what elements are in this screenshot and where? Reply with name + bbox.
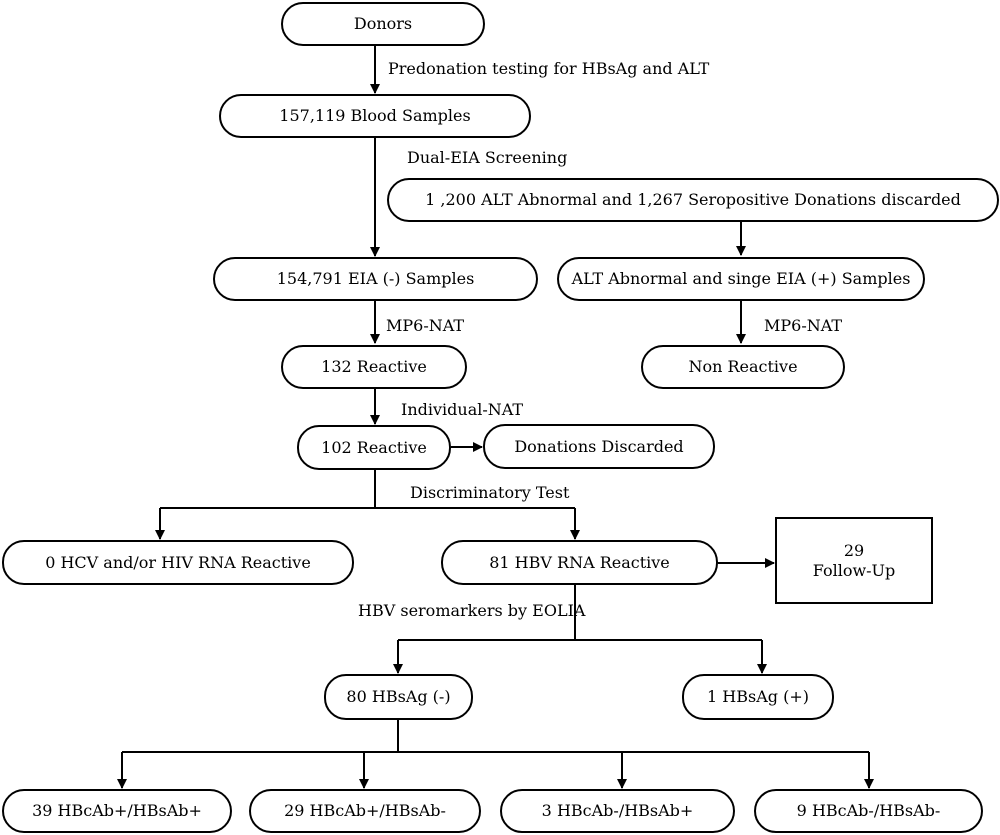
node-hbsag-positive: 1 HBsAg (+) — [682, 674, 834, 720]
node-outcome-hbcab-neg-hbsab-neg: 9 HBcAb-/HBsAb- — [754, 789, 983, 833]
node-hcv-hiv: 0 HCV and/or HIV RNA Reactive — [2, 540, 354, 585]
node-hbv-rna: 81 HBV RNA Reactive — [441, 540, 718, 585]
node-donors: Donors — [281, 2, 485, 46]
node-hbsag-negative: 80 HBsAg (-) — [324, 674, 473, 720]
followup-count: 29 — [843, 540, 865, 560]
label-mp6-nat-left: MP6-NAT — [386, 316, 465, 335]
node-eia-negative: 154,791 EIA (-) Samples — [213, 257, 538, 301]
label-predonation: Predonation testing for HBsAg and ALT — [388, 59, 710, 78]
node-reactive-102: 102 Reactive — [297, 425, 451, 470]
node-alt-abnormal: ALT Abnormal and singe EIA (+) Samples — [557, 257, 925, 301]
label-hbv-seromarkers: HBV seromarkers by EOLIA — [358, 601, 586, 620]
label-dual-eia: Dual-EIA Screening — [407, 148, 568, 167]
label-discriminatory: Discriminatory Test — [410, 483, 570, 502]
node-non-reactive: Non Reactive — [641, 345, 845, 389]
node-outcome-hbcab-pos-hbsab-pos: 39 HBcAb+/HBsAb+ — [2, 789, 232, 833]
node-donations-discarded: Donations Discarded — [483, 424, 715, 469]
label-individual-nat: Individual-NAT — [401, 400, 524, 419]
node-outcome-hbcab-pos-hbsab-neg: 29 HBcAb+/HBsAb- — [249, 789, 481, 833]
followup-label: Follow-Up — [812, 560, 896, 580]
node-followup: 29 Follow-Up — [775, 517, 933, 604]
label-mp6-nat-right: MP6-NAT — [764, 316, 843, 335]
node-outcome-hbcab-neg-hbsab-pos: 3 HBcAb-/HBsAb+ — [500, 789, 735, 833]
node-reactive-132: 132 Reactive — [281, 345, 467, 389]
node-discarded-seropositive: 1 ,200 ALT Abnormal and 1,267 Seropositi… — [387, 178, 999, 222]
node-blood-samples: 157,119 Blood Samples — [219, 94, 531, 138]
